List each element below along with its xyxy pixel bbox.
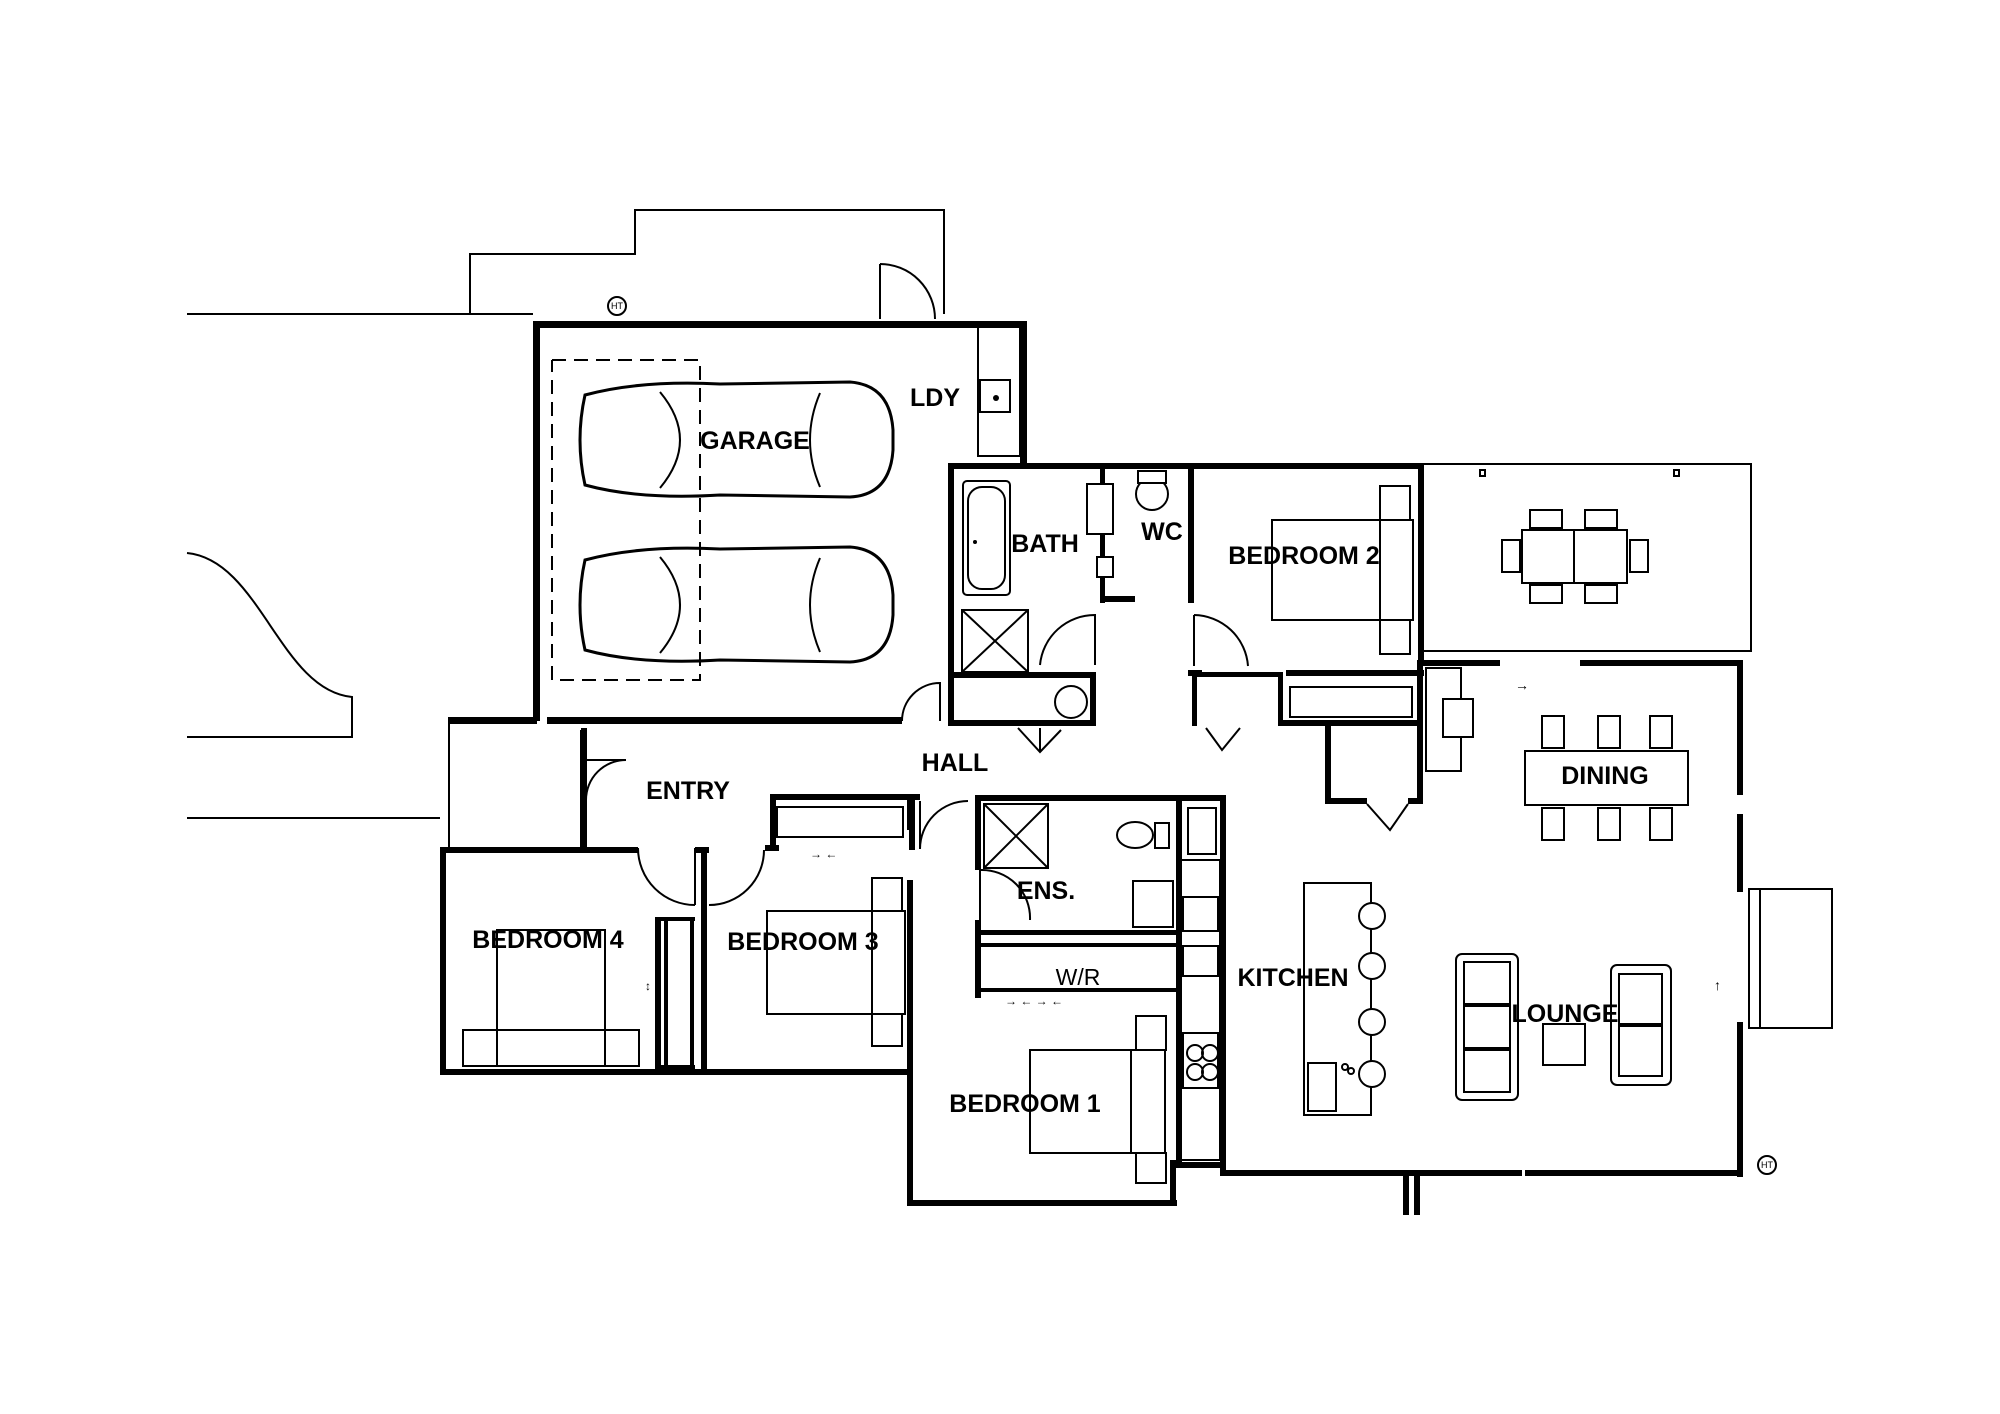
- sink-bench: [1182, 945, 1219, 977]
- lounge-furniture: ↑: [1455, 953, 1721, 1101]
- wardrobe-bedroom3: [776, 806, 904, 838]
- bedroom3-fixtures: → ←: [766, 806, 906, 1047]
- svg-text:↕: ↕: [645, 979, 651, 993]
- kitchen-bench: [1179, 859, 1221, 1161]
- room-label-bath: BATH: [1011, 530, 1079, 558]
- svg-text:→ ←: → ←: [810, 847, 837, 861]
- svg-text:→: →: [1515, 677, 1529, 693]
- ht-marker-top: HT: [607, 296, 627, 316]
- kitchen-fixtures: [1179, 807, 1386, 1161]
- room-label-wr: W/R: [1056, 964, 1101, 990]
- fridge: [1182, 896, 1219, 932]
- bathtub: [962, 480, 1011, 596]
- room-label-bedroom-1: BEDROOM 1: [949, 1090, 1101, 1118]
- wardrobe: [1289, 686, 1413, 718]
- patio-table: [1501, 509, 1649, 604]
- kitchen-sink: [1307, 1062, 1337, 1112]
- ensuite-toilet: [1116, 821, 1154, 849]
- coffee-table: [1542, 1023, 1586, 1066]
- svg-text:↑: ↑: [1714, 977, 1721, 993]
- laundry-bench: [977, 324, 1021, 457]
- room-label-entry: ENTRY: [646, 777, 730, 805]
- svg-text:HT: HT: [611, 301, 623, 311]
- dining-furniture: →: [1425, 667, 1689, 841]
- bedroom4-fixtures: ↕: [462, 929, 651, 1067]
- ensuite-fixtures: → ← → ←: [983, 803, 1174, 1008]
- ht-marker-bottom: HT: [1757, 1155, 1777, 1175]
- svg-text:HT: HT: [1761, 1160, 1773, 1170]
- ensuite-vanity: [1132, 880, 1174, 928]
- room-label-ldy: LDY: [910, 384, 960, 412]
- room-label-lounge: LOUNGE: [1512, 1000, 1619, 1028]
- room-labels: GARAGE LDY BATH WC BEDROOM 2 HALL ENTRY …: [472, 384, 1648, 1118]
- post-marker: [1673, 469, 1680, 477]
- room-label-bedroom-3: BEDROOM 3: [727, 928, 878, 956]
- garage-fixtures: [551, 324, 1021, 681]
- svg-text:→ ←: → ←: [1320, 663, 1347, 677]
- room-label-bedroom-4: BEDROOM 4: [472, 926, 624, 954]
- bath-fixtures: [961, 470, 1169, 719]
- car-top: [578, 380, 895, 499]
- site-context: [186, 209, 1833, 1029]
- bedroom2-fixtures: → ←: [1271, 485, 1414, 718]
- room-label-hall: HALL: [922, 749, 989, 777]
- post-marker: [1479, 469, 1486, 477]
- hot-water-cylinder: [1054, 685, 1088, 719]
- sofa-left: [1455, 953, 1519, 1101]
- room-label-dining: DINING: [1561, 762, 1649, 790]
- room-label-kitchen: KITCHEN: [1237, 964, 1348, 992]
- bedroom1-fixtures: [1029, 1015, 1167, 1184]
- dining-table: [1524, 750, 1689, 806]
- pantry: [1187, 807, 1217, 855]
- doors: [585, 613, 1409, 921]
- cabinet: [1096, 556, 1114, 578]
- room-label-bedroom-2: BEDROOM 2: [1228, 542, 1379, 570]
- room-label-wc: WC: [1141, 518, 1183, 546]
- room-label-garage: GARAGE: [700, 427, 810, 455]
- car-bottom: [578, 545, 895, 664]
- svg-text:→ ← → ←: → ← → ←: [1005, 994, 1063, 1008]
- room-label-ens: ENS.: [1017, 877, 1075, 905]
- vanity: [1086, 483, 1114, 535]
